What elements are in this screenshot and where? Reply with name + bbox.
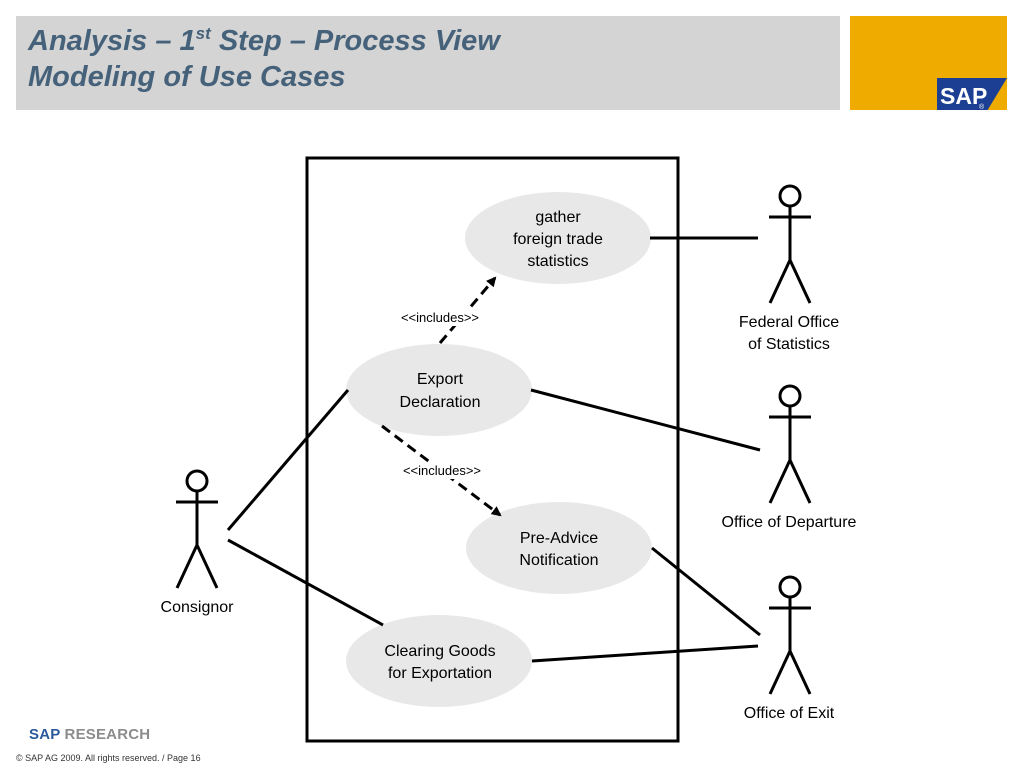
title-suffix: Step – Process View: [210, 25, 500, 57]
footer-copyright: © SAP AG 2009. All rights reserved. / Pa…: [16, 753, 201, 763]
use-case-gather-statistics: [465, 192, 651, 284]
sap-research-brand: SAP RESEARCH: [29, 726, 150, 743]
include-label-bg-top: [393, 310, 487, 326]
title-superscript: st: [195, 24, 211, 43]
gather-label-line-2: foreign trade: [513, 231, 603, 248]
title-prefix: Analysis – 1: [28, 25, 196, 57]
include-label-bg-bottom: [395, 463, 489, 479]
brand-part-sap: SAP: [29, 726, 61, 743]
preadvice-label-line-2: Notification: [519, 552, 598, 569]
association-clearing-exit: [531, 644, 759, 663]
association-preadvice-exit: [651, 546, 761, 637]
actor-office-departure-icon: [768, 384, 812, 504]
actor-federal-office-icon: [768, 184, 812, 304]
page-title-line-2: Modeling of Use Cases: [28, 61, 346, 93]
actor-consignor-icon: [175, 469, 219, 589]
use-case-clearing-goods: [346, 615, 532, 707]
page-title-line-1: Analysis – 1st Step – Process View: [28, 24, 500, 58]
actor-consignor-label: Consignor: [161, 599, 235, 616]
actor-exit-label: Office of Exit: [744, 705, 835, 722]
association-export-departure: [530, 388, 761, 452]
title-band: [16, 16, 840, 110]
gather-label-line-3: statistics: [527, 253, 588, 270]
use-case-export-declaration: [346, 344, 532, 436]
use-case-pre-advice-notification: [466, 502, 652, 594]
actor-federal-label-line-2: of Statistics: [748, 336, 830, 353]
brand-part-research: RESEARCH: [60, 726, 151, 743]
association-consignor-export: [226, 389, 350, 531]
export-label-line-1: Export: [417, 371, 464, 388]
include-label-bottom: <<includes>>: [403, 463, 481, 478]
sap-logo-box: SAP ®: [850, 16, 1007, 111]
clearing-label-line-2: for Exportation: [388, 665, 492, 682]
system-boundary: [305, 156, 680, 743]
export-label-line-2: Declaration: [400, 394, 481, 411]
include-arrow-top: [438, 276, 497, 344]
preadvice-label-line-1: Pre-Advice: [520, 530, 598, 547]
gather-label-line-1: gather: [535, 209, 581, 226]
actor-departure-label: Office of Departure: [722, 514, 857, 531]
actor-federal-label-line-1: Federal Office: [739, 314, 839, 331]
sap-logo-shape: [937, 78, 1007, 111]
actor-office-exit-icon: [768, 575, 812, 695]
association-consignor-clearing: [227, 538, 384, 627]
include-label-top: <<includes>>: [401, 310, 479, 325]
clearing-label-line-1: Clearing Goods: [384, 643, 495, 660]
sap-logo-registered: ®: [979, 103, 985, 110]
sap-logo-icon: SAP ®: [937, 78, 1007, 111]
sap-logo-text: SAP: [940, 83, 987, 109]
